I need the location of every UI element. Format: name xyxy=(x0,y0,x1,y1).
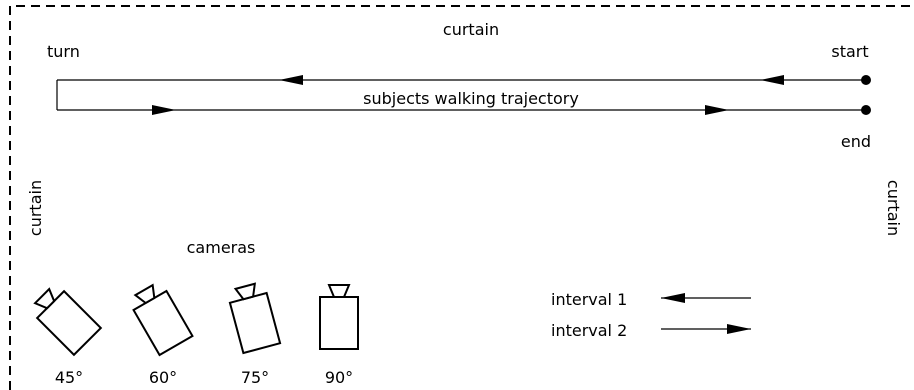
interval-1-arrowhead-left xyxy=(279,75,303,85)
legend: interval 1 interval 2 xyxy=(551,290,751,340)
legend-interval-2-arrowhead xyxy=(727,324,751,334)
legend-interval-1-arrowhead xyxy=(661,293,685,303)
interval-2-arrowhead-left xyxy=(152,105,176,115)
walking-trajectory xyxy=(56,75,871,115)
interval-2-arrowhead-right xyxy=(705,105,729,115)
camera-90-label: 90° xyxy=(325,368,353,387)
curtain-left-label: curtain xyxy=(26,180,45,236)
cameras-title: cameras xyxy=(187,238,256,257)
camera-60-icon xyxy=(132,283,194,357)
end-point xyxy=(861,105,871,115)
turn-label: turn xyxy=(47,42,80,61)
camera-75-icon xyxy=(228,282,282,355)
interval-1-arrowhead-right xyxy=(760,75,784,85)
camera-75-label: 75° xyxy=(241,368,269,387)
camera-45-label: 45° xyxy=(55,368,83,387)
start-point xyxy=(861,75,871,85)
end-label: end xyxy=(841,132,871,151)
cameras-group: 45° 60° 75° 90° xyxy=(33,282,359,387)
start-label: start xyxy=(831,42,868,61)
trajectory-label: subjects walking trajectory xyxy=(363,89,579,108)
legend-interval-1-label: interval 1 xyxy=(551,290,627,309)
curtain-right-label: curtain xyxy=(884,180,903,236)
camera-45-icon xyxy=(33,287,103,357)
curtain-boundary xyxy=(9,5,914,390)
curtain-top-label: curtain xyxy=(443,20,499,39)
camera-90-icon xyxy=(319,284,359,350)
camera-60-label: 60° xyxy=(149,368,177,387)
legend-interval-2-label: interval 2 xyxy=(551,321,627,340)
